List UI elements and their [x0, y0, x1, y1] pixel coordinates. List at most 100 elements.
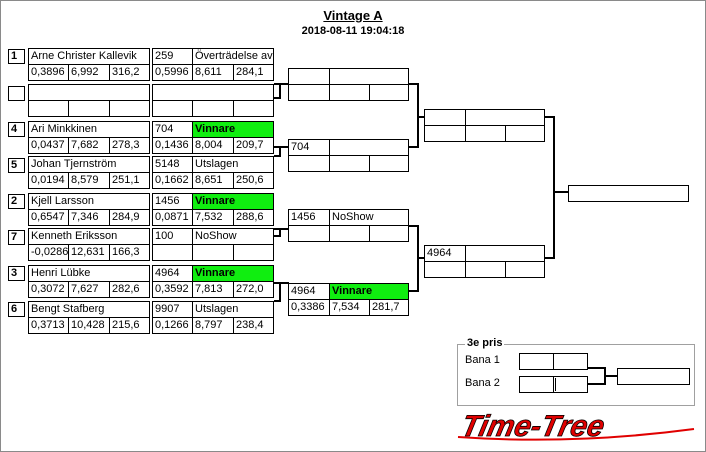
speed [505, 261, 545, 278]
competitor-name[interactable]: Henri Lübke [28, 265, 150, 282]
car-number[interactable] [424, 109, 466, 126]
car-number[interactable]: 4964 [424, 245, 466, 262]
speed: 316,2 [109, 64, 150, 81]
reaction-time [424, 125, 466, 142]
logo-text: Time-Tree [458, 410, 607, 443]
race-result[interactable]: NoShow [329, 209, 409, 226]
elapsed-time: 8,611 [192, 64, 234, 81]
race-result-winner[interactable]: Vinnare [192, 193, 274, 210]
event-datetime: 2018-08-11 19:04:18 [301, 25, 405, 37]
lane-2-result[interactable] [553, 376, 588, 393]
race-result[interactable]: NoShow [192, 228, 274, 245]
speed [233, 244, 274, 261]
reaction-time: 0,3592 [152, 281, 193, 298]
reaction-time: 0,3896 [28, 64, 69, 81]
car-number[interactable]: 704 [152, 121, 193, 138]
reaction-time: 0,0871 [152, 209, 193, 226]
elapsed-time: 8,579 [68, 172, 110, 189]
lane-1-label: Bana 1 [465, 354, 500, 366]
seed-number: 2 [8, 194, 25, 209]
car-number[interactable]: 4964 [288, 283, 330, 300]
reaction-time: 0,0437 [28, 137, 69, 154]
lane-2-car-number[interactable] [519, 376, 554, 393]
elapsed-time [465, 261, 506, 278]
seed-number: 4 [8, 122, 25, 137]
reaction-time [152, 100, 193, 117]
elapsed-time [192, 244, 234, 261]
competitor-name[interactable] [28, 84, 150, 101]
lane-2-label: Bana 2 [465, 377, 500, 389]
race-result-winner[interactable]: Vinnare [192, 265, 274, 282]
elapsed-time: 8,004 [192, 137, 234, 154]
reaction-time: 0,3072 [28, 281, 69, 298]
elapsed-time: 8,651 [192, 172, 234, 189]
car-number[interactable] [152, 84, 274, 101]
speed: 272,0 [233, 281, 274, 298]
logo-swoosh-icon [457, 428, 695, 441]
seed-number: 3 [8, 266, 25, 281]
car-number[interactable]: 5148 [152, 156, 193, 173]
reaction-time [152, 244, 193, 261]
competitor-name[interactable]: Johan Tjernström [28, 156, 150, 173]
third-place-winner-box[interactable] [617, 368, 690, 385]
reaction-time: -0,0286 [28, 244, 69, 261]
competitor-name[interactable]: Kjell Larsson [28, 193, 150, 210]
speed: 251,1 [109, 172, 150, 189]
speed [369, 155, 409, 172]
race-result[interactable]: Utslagen [192, 301, 274, 318]
race-result-winner[interactable]: Vinnare [329, 283, 409, 300]
elapsed-time: 7,813 [192, 281, 234, 298]
speed: 209,7 [233, 137, 274, 154]
reaction-time: 0,6547 [28, 209, 69, 226]
car-number[interactable]: 1456 [152, 193, 193, 210]
elapsed-time [465, 125, 506, 142]
reaction-time [288, 225, 330, 242]
car-number[interactable]: 704 [288, 139, 330, 156]
third-place-title: 3e pris [465, 337, 505, 349]
speed: 238,4 [233, 317, 274, 334]
elapsed-time [192, 100, 234, 117]
race-result[interactable]: Utslagen [192, 156, 274, 173]
race-result[interactable] [329, 68, 409, 85]
race-result[interactable]: Överträdelse av [192, 48, 274, 65]
car-number[interactable]: 9907 [152, 301, 193, 318]
speed: 281,7 [369, 299, 409, 316]
reaction-time: 0,3386 [288, 299, 330, 316]
elapsed-time: 10,428 [68, 317, 110, 334]
car-number[interactable]: 100 [152, 228, 193, 245]
speed: 284,9 [109, 209, 150, 226]
reaction-time [288, 84, 330, 101]
elapsed-time: 8,797 [192, 317, 234, 334]
race-result[interactable] [465, 109, 545, 126]
race-result[interactable] [329, 139, 409, 156]
competitor-name[interactable]: Ari Minkkinen [28, 121, 150, 138]
lane-1-result[interactable] [553, 353, 588, 370]
car-number[interactable] [288, 68, 330, 85]
elapsed-time: 7,682 [68, 137, 110, 154]
car-number[interactable]: 4964 [152, 265, 193, 282]
race-result[interactable] [465, 245, 545, 262]
time-tree-logo: Time-Tree [457, 410, 695, 443]
competitor-name[interactable]: Kenneth Eriksson [28, 228, 150, 245]
speed [505, 125, 545, 142]
car-number[interactable]: 1456 [288, 209, 330, 226]
speed: 215,6 [109, 317, 150, 334]
reaction-time: 0,1662 [152, 172, 193, 189]
speed [109, 100, 150, 117]
elapsed-time: 12,631 [68, 244, 110, 261]
speed: 278,3 [109, 137, 150, 154]
reaction-time: 0,1266 [152, 317, 193, 334]
race-result-winner[interactable]: Vinnare [192, 121, 274, 138]
final-winner-box[interactable] [568, 185, 689, 202]
car-number[interactable]: 259 [152, 48, 193, 65]
speed: 250,6 [233, 172, 274, 189]
text-cursor [555, 378, 556, 391]
page-title: Vintage A [323, 8, 383, 23]
elapsed-time [329, 84, 370, 101]
speed: 166,3 [109, 244, 150, 261]
lane-1-car-number[interactable] [519, 353, 554, 370]
competitor-name[interactable]: Arne Christer Kallevik [28, 48, 150, 65]
seed-number [8, 86, 25, 101]
elapsed-time [329, 155, 370, 172]
competitor-name[interactable]: Bengt Stafberg [28, 301, 150, 318]
